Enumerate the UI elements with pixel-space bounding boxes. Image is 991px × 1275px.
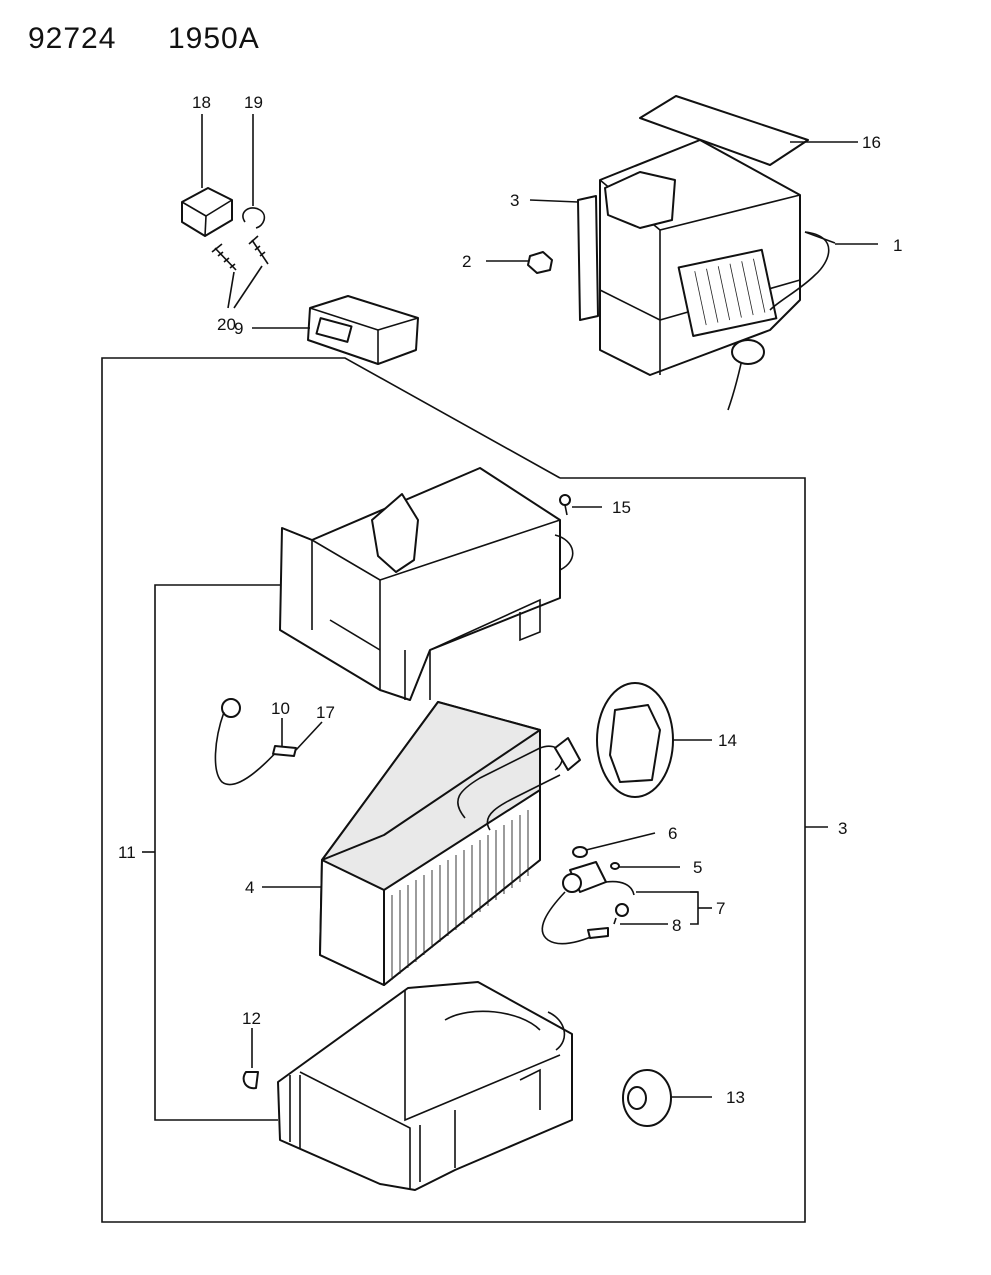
callout-11: 11 [118,843,136,862]
callout-5: 5 [693,858,702,877]
callout-18: 18 [192,93,211,112]
callout-16: 16 [862,133,881,152]
clip-17 [272,721,323,757]
callout-8: 8 [672,916,681,935]
screws-20 [211,235,269,309]
assembly-boundary-line [101,357,806,1223]
callout-1: 1 [893,236,902,255]
unit-housing [599,139,801,376]
catalog-number: 92724 [28,22,117,55]
callout-15: 15 [612,498,631,517]
expansion-valve-group [541,832,712,945]
callout-10: 10 [271,699,290,718]
blower-wheel-14 [596,682,712,798]
nut-2 [486,251,553,274]
upper-housing [279,467,574,701]
callout-13: 13 [726,1088,745,1107]
screw-15 [559,494,602,516]
filter-pad-16 [639,95,809,166]
callout-3-assembly: 3 [838,819,847,838]
callout-17: 17 [316,703,335,722]
callout-20: 20 [217,315,236,334]
callout-12: 12 [242,1009,261,1028]
thermistor-10 [214,698,283,786]
callout-9: 9 [234,319,243,338]
top-duct [604,171,676,229]
callout-4: 4 [245,878,254,897]
callout-14: 14 [718,731,737,750]
leader-6 [585,832,656,851]
grommet-13 [622,1069,712,1127]
callout-7: 7 [716,899,725,918]
intake-grille [677,248,778,337]
clip-8 [615,903,629,917]
callout-6: 6 [668,824,677,843]
lower-case [277,981,573,1191]
evaporator-4 [262,701,581,986]
duct-cover-9 [252,295,419,365]
leader-3a [529,199,579,203]
o-ring-5 [610,862,620,870]
o-ring-6 [572,846,588,858]
leader-17 [295,721,323,751]
clip-19 [242,114,266,229]
figure-code: 1950A [168,22,260,55]
callout-19: 19 [244,93,263,112]
callout-2: 2 [462,252,471,271]
callout-3-top: 3 [510,191,519,210]
clip-12 [242,1028,259,1090]
housing-bracket-line [154,584,280,1121]
side-panel-3 [577,195,599,321]
relay-18 [181,114,233,237]
cooling-unit-assembly [529,95,878,411]
